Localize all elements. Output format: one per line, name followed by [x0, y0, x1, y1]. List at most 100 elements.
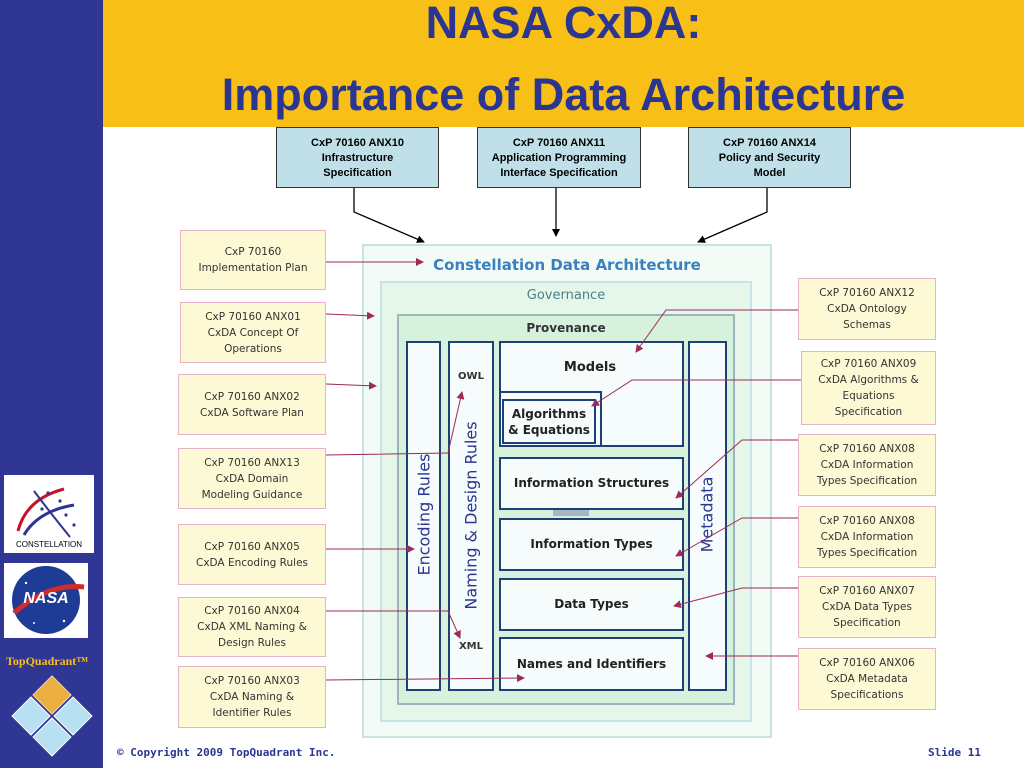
doc-line: CxP 70160 ANX04: [204, 605, 300, 617]
doc-line: CxP 70160 ANX05: [204, 540, 300, 553]
doc-line: CxP 70160 ANX13: [204, 456, 300, 469]
slide-number: Slide 11: [928, 746, 981, 759]
topquadrant-logo-text: TopQuadrant™: [6, 654, 89, 668]
algorithms-label: Algorithms & Equations: [502, 406, 596, 438]
arrow-anx02: [325, 381, 377, 390]
top-spec-anx10: CxP 70160 ANX10 Infrastructure Specifica…: [276, 127, 439, 188]
doc-line: CxP 70160 ANX09: [820, 358, 917, 370]
doc-line: Specification: [834, 406, 903, 418]
doc-line: CxP 70160 ANX12: [819, 287, 915, 299]
doc-line: Modeling Guidance: [201, 488, 303, 501]
doc-line: Design Rules: [218, 637, 286, 649]
algorithms-box: [502, 399, 596, 444]
doc-line: CxDA Domain: [215, 472, 289, 485]
doc-line: CxP 70160 ANX06: [819, 657, 915, 669]
top-spec-anx11: CxP 70160 ANX11 Application Programming …: [477, 127, 641, 188]
doc-line: CxDA Encoding Rules: [195, 556, 309, 569]
doc-line: CxDA Information: [820, 459, 914, 471]
doc-line: Identifier Rules: [212, 707, 292, 719]
doc-line: CxDA XML Naming &: [197, 621, 307, 633]
names-identifiers-label: Names and Identifiers: [516, 657, 667, 671]
doc-line: Types Specification: [816, 475, 918, 487]
models-divider: [600, 391, 602, 447]
left-sidebar: [0, 0, 103, 768]
title-bar: [103, 0, 1024, 127]
top-spec-line: Infrastructure: [321, 152, 394, 164]
top-spec-line: CxP 70160 ANX10: [311, 137, 404, 149]
arrow-anx14: [697, 188, 768, 243]
doc-line: CxP 70160 ANX02: [204, 390, 300, 403]
metadata-column: [688, 341, 727, 691]
arrow-anx10: [353, 188, 425, 243]
doc-line: Specifications: [830, 689, 904, 701]
doc-line: CxP 70160 ANX08: [819, 515, 915, 527]
title-line-1: NASA CxDA:: [425, 0, 702, 48]
doc-line: CxDA Algorithms &: [818, 374, 919, 386]
constellation-logo-text: CONSTELLATION: [15, 540, 83, 549]
doc-line: CxDA Data Types: [822, 601, 912, 613]
doc-line: CxP 70160 ANX01: [205, 310, 301, 323]
doc-line: Implementation Plan: [198, 262, 308, 274]
arrow-anx13: [325, 391, 465, 456]
algorithms-line: & Equations: [508, 423, 590, 437]
doc-line: Equations: [842, 390, 895, 402]
top-spec-line: Application Programming: [491, 152, 627, 164]
nasa-meatball-icon: [12, 566, 85, 634]
governance-label: Governance: [526, 288, 606, 303]
doc-line: Schemas: [843, 319, 891, 331]
arrow-anx01: [325, 311, 375, 320]
arrow-anx08-a: [675, 439, 798, 499]
data-types-label: Data Types: [554, 597, 629, 611]
constellation-emblem-icon: [16, 487, 76, 538]
provenance-label: Provenance: [526, 321, 606, 335]
title-line-2: Importance of Data Architecture: [221, 69, 906, 120]
doc-line: CxDA Naming &: [209, 691, 295, 703]
arrow-anx08-b: [675, 517, 798, 557]
models-label: Models: [563, 360, 617, 375]
top-spec-line: Interface Specification: [500, 167, 618, 179]
arrow-anx12: [635, 309, 798, 353]
copyright-footer: © Copyright 2009 TopQuadrant Inc.: [117, 746, 336, 759]
center-handle: [553, 510, 589, 516]
doc-line: CxDA Ontology: [827, 303, 907, 315]
top-spec-line: Policy and Security: [718, 152, 821, 164]
doc-line: CxP 70160 ANX07: [819, 585, 915, 597]
doc-line: CxP 70160: [224, 246, 282, 258]
topquadrant-diamond-icon: [11, 675, 93, 757]
top-spec-line: Specification: [323, 167, 392, 179]
nasa-logo-text: NASA: [23, 590, 69, 607]
info-types-box: [499, 518, 684, 571]
top-spec-anx14: CxP 70160 ANX14 Policy and Security Mode…: [688, 127, 851, 188]
xml-label: XML: [458, 641, 484, 652]
info-types-label: Information Types: [530, 537, 653, 551]
owl-label: OWL: [458, 371, 484, 382]
top-spec-line: CxP 70160 ANX11: [512, 137, 606, 149]
doc-line: Specification: [833, 617, 901, 629]
doc-line: Operations: [224, 342, 282, 355]
arrow-anx07: [673, 587, 798, 609]
doc-line: CxDA Concept Of: [207, 326, 299, 339]
doc-line: CxDA Metadata: [826, 673, 908, 685]
arrow-anx03: [325, 674, 525, 683]
doc-line: CxDA Information: [820, 531, 914, 543]
info-structures-label: Information Structures: [513, 476, 670, 490]
doc-line: CxP 70160 ANX08: [819, 443, 915, 455]
top-spec-line: Model: [753, 167, 786, 179]
models-divider: [499, 391, 602, 393]
encoding-rules-column: [406, 341, 441, 691]
nasa-logo: NASA: [4, 563, 88, 638]
